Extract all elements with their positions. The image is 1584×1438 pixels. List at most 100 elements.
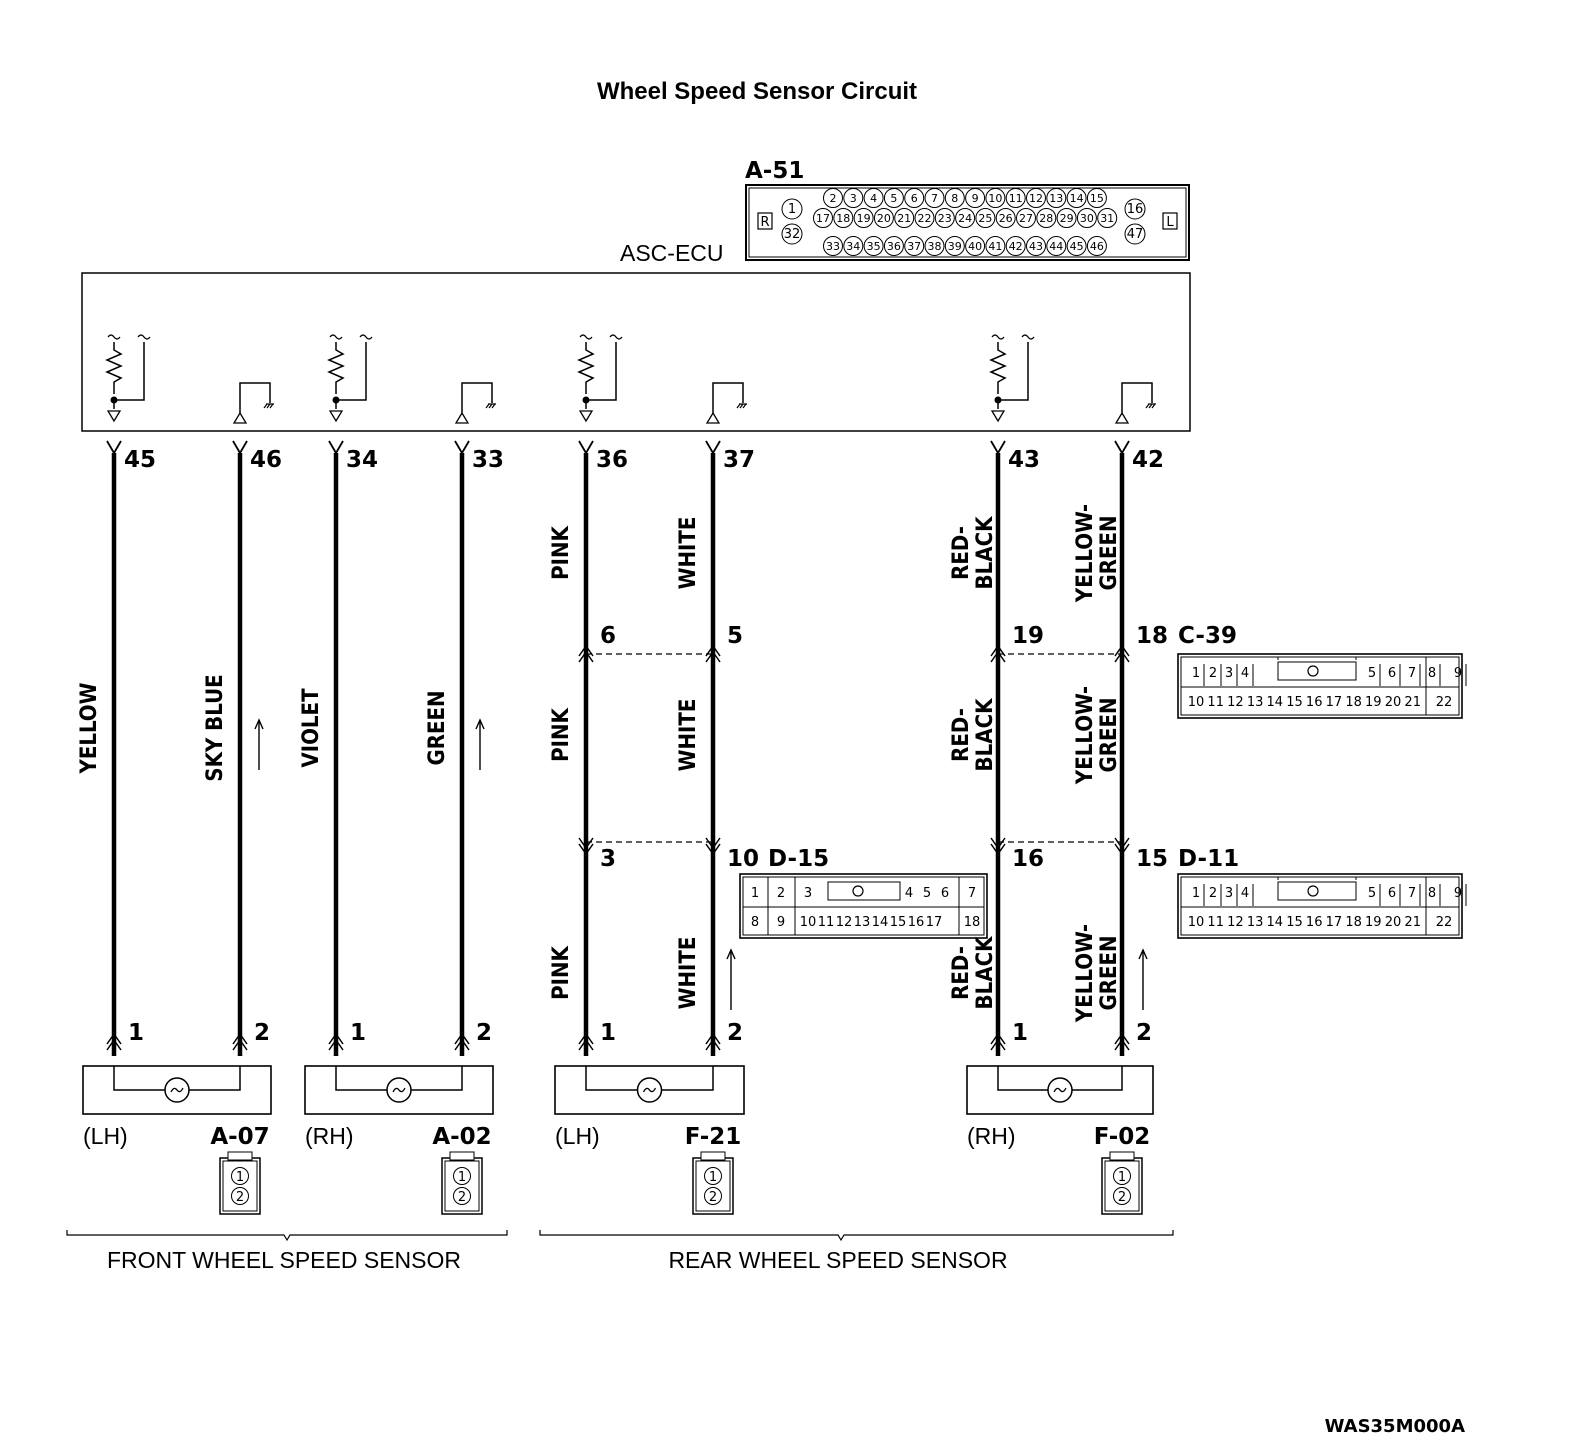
connector-pin: 4 <box>905 886 913 901</box>
ecu-pin-number: 10 <box>988 192 1002 205</box>
ecu-pin-number: 14 <box>1070 192 1084 205</box>
connector-pin: 5 <box>1368 886 1376 901</box>
connector-pin: 11 <box>1207 915 1224 930</box>
sensor-connector-label: A-02 <box>432 1124 491 1150</box>
c39-pin-label: 5 <box>727 623 743 649</box>
connector-pin: 16 <box>1306 695 1323 710</box>
sensor-connector-label: F-02 <box>1094 1124 1151 1150</box>
ecu-pin-circle <box>853 208 874 228</box>
connector-pin: 14 <box>872 915 889 930</box>
ecu-pin-number: 2 <box>830 192 837 205</box>
connector-pin: 20 <box>1385 695 1402 710</box>
ecu-pin-number: 38 <box>928 240 942 253</box>
ecu-pin-number: 9 <box>972 192 979 205</box>
connector-pin: 7 <box>968 886 976 901</box>
d-terminal-mark <box>990 837 1006 856</box>
ecu-pin-number: 6 <box>911 192 918 205</box>
ecu-pin-circle <box>904 188 925 208</box>
ecu-pin-circle <box>1124 198 1146 220</box>
ecu-pin-circle <box>985 236 1006 256</box>
ecu-pin-number: 32 <box>784 227 801 242</box>
ecu-pin-circle <box>914 208 935 228</box>
ecu-pin-circle <box>813 208 833 228</box>
sensor-terminal-mark <box>990 1032 1006 1051</box>
sensor-terminal-mark <box>1114 1032 1130 1051</box>
ecu-pin-circle <box>1016 208 1036 228</box>
connector-pin: 14 <box>1267 915 1284 930</box>
connector-pin: 19 <box>1365 695 1382 710</box>
connector-pin: 22 <box>1436 915 1453 930</box>
sensor-connector-pin: 2 <box>1118 1190 1126 1205</box>
connector-name: D-15 <box>768 846 829 872</box>
ecu-pin-number: 47 <box>1127 227 1144 242</box>
ecu-pin-number: 22 <box>918 212 932 225</box>
wire-color-label: RED-BLACK <box>949 698 998 772</box>
wire-color-label: RED-BLACK <box>949 516 998 590</box>
ecu-pin-number: 8 <box>951 192 958 205</box>
d-pin-label: 3 <box>600 846 616 872</box>
connector-pin: 19 <box>1365 915 1382 930</box>
ecu-pin-circle <box>1005 188 1026 208</box>
connector-pin: 6 <box>1388 886 1396 901</box>
connector-pin: 2 <box>1209 666 1217 681</box>
ecu-pin-number: 31 <box>1100 212 1114 225</box>
ecu-pin-circle <box>823 188 843 208</box>
ecu-pin-circle <box>1005 236 1026 256</box>
ecu-face-left-tag: R <box>760 215 769 230</box>
sensor-terminal-mark <box>328 1032 344 1051</box>
sensor-side-label: (RH) <box>967 1123 1016 1149</box>
ecu-pin-number: 29 <box>1060 212 1074 225</box>
connector-pin: 13 <box>1247 695 1264 710</box>
connector-pin: 15 <box>1286 695 1303 710</box>
wire-color-label: PINK <box>549 525 574 579</box>
connector-pin: 1 <box>1192 886 1200 901</box>
ecu-terminal-mark <box>106 440 122 455</box>
wire-color-label: WHITE <box>676 699 701 772</box>
ecu-pin-number: 16 <box>1127 202 1144 217</box>
connector-pin: 10 <box>800 915 817 930</box>
ecu-internal-circuits <box>105 334 1156 424</box>
connector-pin: 1 <box>751 886 759 901</box>
ecu-pin-number: 15 <box>1090 192 1104 205</box>
connector-pin: 20 <box>1385 915 1402 930</box>
connector-pin: 11 <box>818 915 835 930</box>
c39-terminal-mark <box>990 644 1006 663</box>
connector-pin: 14 <box>1267 695 1284 710</box>
sensor-terminal-mark <box>106 1032 122 1051</box>
connector-pin: 17 <box>926 915 943 930</box>
diagram-title: Wheel Speed Sensor Circuit <box>597 78 917 105</box>
ecu-pin-circle <box>934 208 955 228</box>
connector-name: C-39 <box>1178 623 1237 649</box>
rear-group-brace <box>539 1230 1174 1242</box>
wire-color-label: YELLOW <box>77 682 102 774</box>
ecu-connector-label: A-51 <box>745 158 804 184</box>
ecu-pin-number: 11 <box>1009 192 1023 205</box>
ecu-pin-circle <box>985 188 1006 208</box>
ecu-pin-number: 41 <box>988 240 1002 253</box>
connector-pin: 8 <box>1428 666 1436 681</box>
ecu-pin-circle <box>1026 236 1046 256</box>
connector-pin: 16 <box>1306 915 1323 930</box>
wire-color-label: YELLOW-GREEN <box>1073 686 1122 785</box>
ecu-pin-number: 20 <box>877 212 891 225</box>
ecu-pin-number: 39 <box>948 240 962 253</box>
ecu-terminal-mark <box>1114 440 1130 455</box>
connector-pin: 21 <box>1404 695 1421 710</box>
ecu-pin-number: 12 <box>1029 192 1043 205</box>
figure-id: WAS35M000A <box>1325 1416 1465 1437</box>
ecu-pin-number: 24 <box>958 212 972 225</box>
connector-pin: 5 <box>1368 666 1376 681</box>
wire-color-label: WHITE <box>676 937 701 1010</box>
connector-pin: 17 <box>1326 915 1343 930</box>
ecu-pin-circle <box>833 208 854 228</box>
ecu-pin-circle <box>894 208 915 228</box>
ecu-pin-number: 42 <box>1009 240 1023 253</box>
connector-pin: 10 <box>1188 915 1205 930</box>
ecu-pin-label: 33 <box>472 447 504 473</box>
front-group-label: FRONT WHEEL SPEED SENSOR <box>107 1247 461 1273</box>
